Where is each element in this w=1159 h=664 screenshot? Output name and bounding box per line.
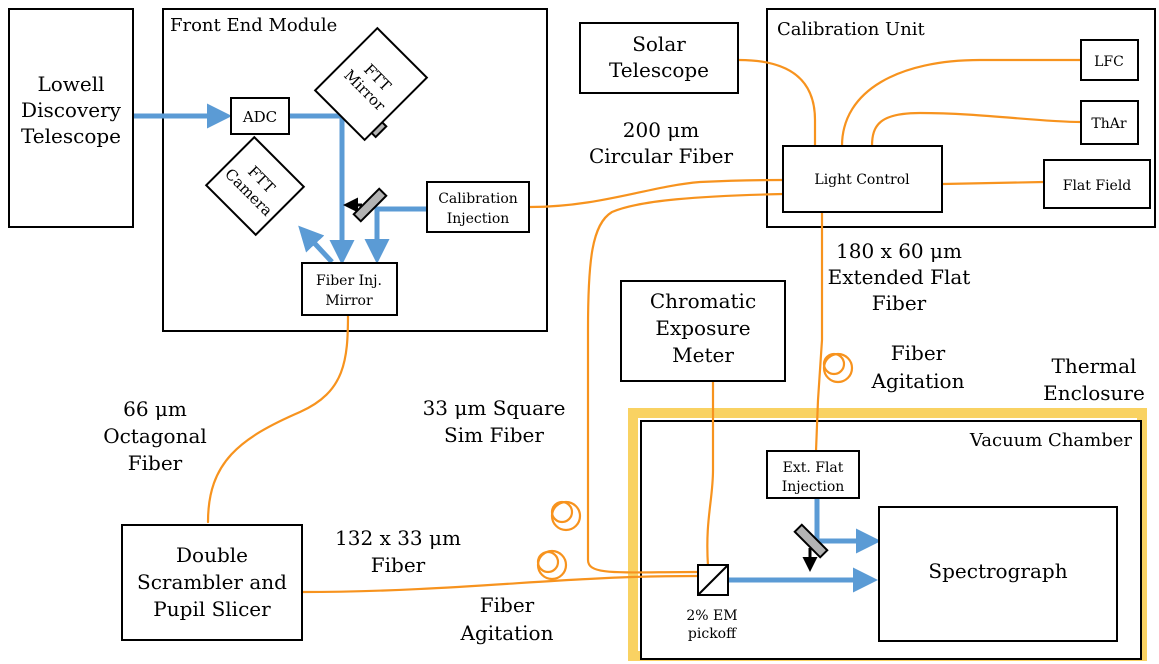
adc-box	[230, 97, 290, 135]
sim-fiber-path	[586, 192, 785, 574]
fiber-coil-sim-1	[550, 500, 582, 532]
extended-flat-fiber-label-line-3: Fiber	[872, 291, 927, 315]
fiber-agitation-top-label-line-1: Fiber	[891, 341, 946, 365]
solar-telescope-label-line-1: Solar	[632, 32, 686, 56]
double-scrambler-box	[121, 524, 303, 641]
calibration-fold-mirror	[352, 187, 388, 223]
octagonal-fiber-label-line-2: Octagonal	[103, 424, 207, 448]
rect-fiber-label-line-1: 132 x 33 μm	[335, 526, 461, 550]
double-scrambler-label-line-3: Pupil Slicer	[153, 597, 271, 621]
thar-box	[1080, 100, 1139, 145]
flat-field-label: Flat Field	[1063, 178, 1132, 194]
sim-fiber-label-line-2: Sim Fiber	[444, 423, 544, 447]
exposure-meter-fiber-path	[706, 379, 715, 568]
lfc-label: LFC	[1094, 54, 1124, 70]
lfc-fiber-path	[840, 58, 1083, 148]
ftt-camera-box	[204, 135, 306, 237]
chromatic-exposure-meter-box	[620, 280, 786, 382]
calibration-injection-label-line-2: Injection	[447, 211, 510, 227]
sim-fiber-label-line-1: 33 μm Square	[423, 396, 566, 420]
adc-label: ADC	[242, 108, 277, 126]
fiber-inj-mirror-box	[301, 262, 398, 316]
rectangular-fiber-path	[300, 574, 699, 594]
solar-telescope-box	[579, 22, 739, 94]
vacuum-chamber-title: Vacuum Chamber	[969, 430, 1132, 451]
exposure-meter-label-line-1: Chromatic	[650, 289, 756, 313]
fiber-coil-top-1	[822, 352, 854, 384]
spectrograph-box	[878, 506, 1118, 642]
thermal-enclosure-label-line-1: Thermal	[1052, 354, 1137, 378]
calibration-injection-label-line-1: Calibration	[438, 191, 518, 207]
fibers	[206, 58, 1083, 594]
ext-flat-injection-label-line-1: Ext. Flat	[783, 460, 844, 476]
fiber-agitation-bottom-label-line-2: Agitation	[460, 621, 554, 645]
telescope-label-line-2: Discovery	[21, 98, 122, 122]
octagonal-fiber-label-line-3: Fiber	[128, 451, 183, 475]
calibration-injection-beam	[364, 206, 427, 264]
telescope-label-line-1: Lowell	[37, 72, 104, 96]
flat-field-box	[1043, 159, 1151, 209]
flat-field-fiber-path	[941, 180, 1046, 186]
fiber-inj-mirror-label-line-1: Fiber Inj.	[316, 273, 382, 289]
light-control-box	[782, 145, 943, 213]
fiber-agitation-top-label-line-2: Agitation	[871, 369, 965, 393]
thar-label: ThAr	[1091, 116, 1126, 132]
rect-fiber-label-line-2: Fiber	[371, 553, 426, 577]
fiber-coil-top-2	[822, 352, 846, 376]
fiber-coil-sim-2	[550, 500, 574, 524]
em-pickoff-label-line-1: 2% EM	[686, 608, 737, 624]
thermal-enclosure-label-line-2: Enclosure	[1043, 381, 1145, 405]
front-end-module-title: Front End Module	[170, 15, 337, 36]
to-ftt-camera-beam	[298, 225, 334, 264]
telescope-label-line-3: Telescope	[21, 124, 121, 148]
telescope-box	[8, 8, 134, 228]
em-pickoff-label-line-2: pickoff	[688, 626, 737, 642]
circular-fiber-label-line-2: Circular Fiber	[589, 144, 733, 168]
fiber-coil-bottom-2	[536, 550, 560, 574]
ext-flat-injection-label-line-2: Injection	[782, 479, 845, 495]
extended-flat-fiber-label-line-2: Extended Flat	[828, 265, 971, 289]
double-scrambler-label-line-1: Double	[176, 543, 248, 567]
ftt-mirror-box	[313, 26, 429, 142]
double-scrambler-label-line-2: Scrambler and	[137, 570, 287, 594]
circular-fiber-label-line-1: 200 μm	[623, 118, 700, 142]
circular-fiber-path	[528, 178, 785, 209]
beamsplitter-diagonal	[697, 564, 729, 596]
ext-flat-injection-box	[766, 450, 860, 499]
solar-telescope-label-line-2: Telescope	[609, 58, 709, 82]
thar-fiber-path	[870, 111, 1083, 148]
fiber-inj-mirror-label-line-2: Mirror	[325, 293, 373, 309]
spectrograph-label: Spectrograph	[928, 559, 1067, 583]
calibration-unit-title: Calibration Unit	[777, 19, 926, 40]
light-control-label: Light Control	[814, 172, 910, 188]
exposure-meter-label-line-2: Exposure	[655, 316, 750, 340]
fiber-agitation-bottom-label-line-1: Fiber	[480, 593, 535, 617]
lfc-box	[1080, 39, 1139, 81]
exposure-meter-label-line-3: Meter	[672, 343, 734, 367]
solar-fiber-path	[737, 58, 817, 148]
ext-flat-fold-mirror	[793, 523, 829, 559]
octagonal-fiber-label-line-1: 66 μm	[123, 397, 187, 421]
octagonal-fiber-path	[206, 312, 350, 524]
extended-flat-fiber-label-line-1: 180 x 60 μm	[836, 239, 962, 263]
calibration-injection-box	[426, 181, 530, 233]
extended-flat-fiber-path	[814, 211, 824, 453]
